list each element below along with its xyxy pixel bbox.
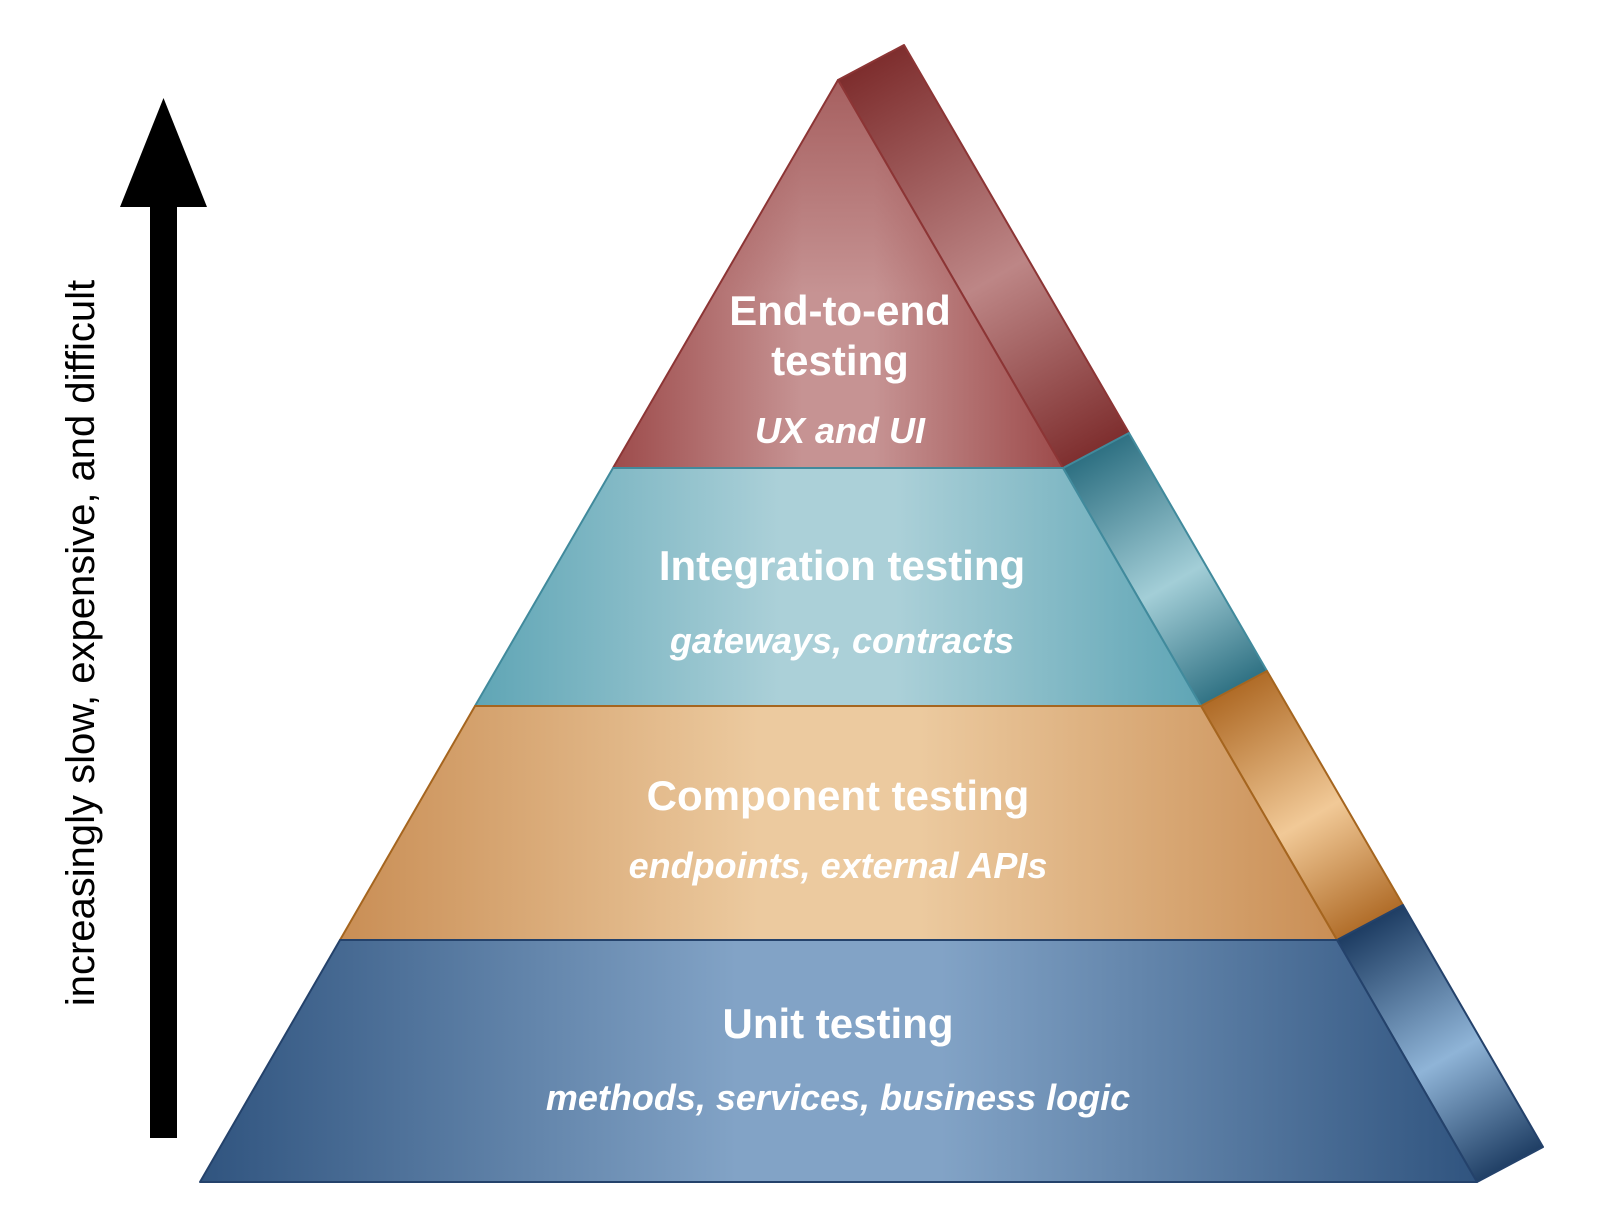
end-to-end-title-line2: testing	[771, 337, 909, 384]
end-to-end-subtitle: UX and UI	[755, 410, 926, 451]
integration-title: Integration testing	[659, 542, 1025, 589]
component-subtitle: endpoints, external APIs	[629, 845, 1048, 886]
layer-end-to-end-apex-shading	[613, 80, 1063, 468]
integration-subtitle: gateways, contracts	[669, 620, 1014, 661]
layer-integration-labels: Integration testing gateways, contracts	[659, 542, 1025, 661]
layer-end-to-end-labels: End-to-end testing UX and UI	[729, 287, 951, 451]
layer-unit-front-face	[199, 939, 1478, 1183]
axis-arrow-shaft	[150, 200, 177, 1138]
layer-component-front-face	[339, 705, 1338, 941]
unit-subtitle: methods, services, business logic	[546, 1077, 1130, 1118]
end-to-end-title-line1: End-to-end	[729, 287, 951, 334]
cost-axis: increasingly slow, expensive, and diffic…	[59, 98, 207, 1138]
unit-title: Unit testing	[723, 1000, 954, 1047]
axis-arrow-head-icon	[120, 98, 207, 207]
layer-unit-labels: Unit testing methods, services, business…	[546, 1000, 1130, 1118]
axis-label: increasingly slow, expensive, and diffic…	[59, 280, 103, 1006]
component-title: Component testing	[647, 772, 1030, 819]
pyramid: End-to-end testing UX and UI Integration…	[199, 44, 1544, 1183]
layer-component-labels: Component testing endpoints, external AP…	[629, 772, 1048, 886]
